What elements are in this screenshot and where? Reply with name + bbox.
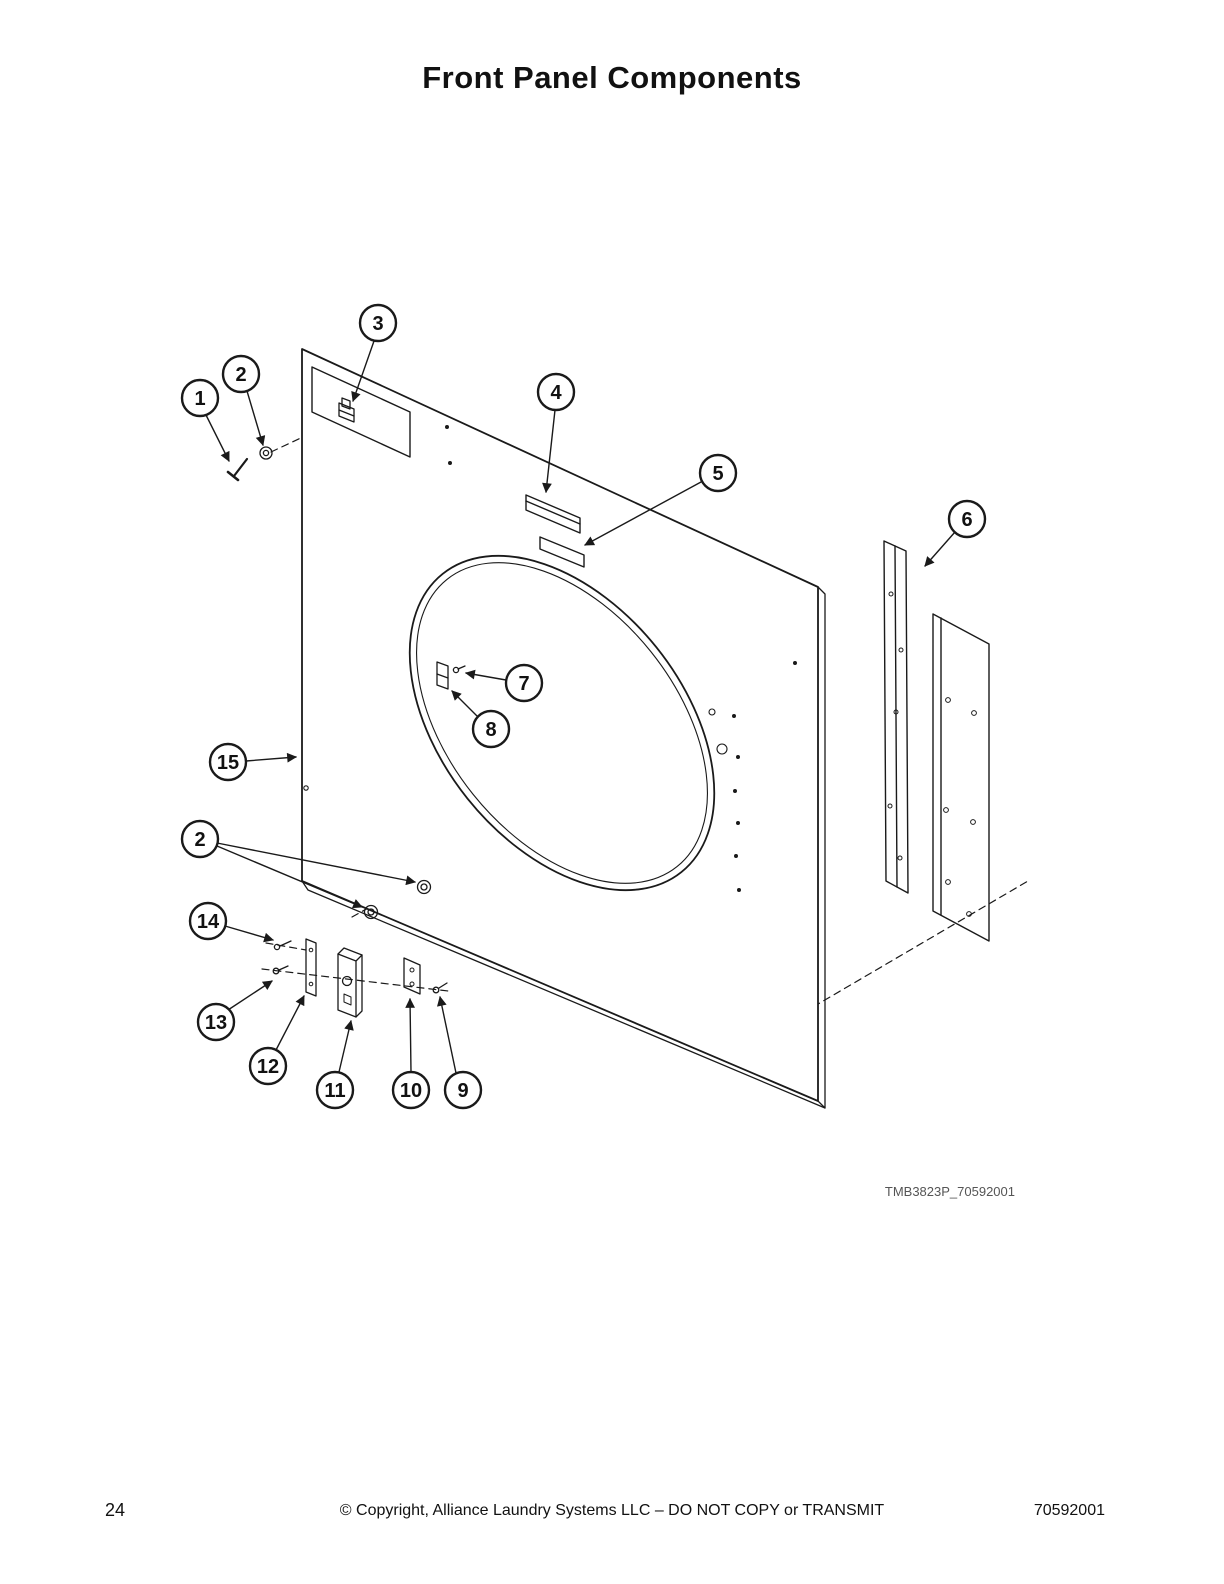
callout-12: 12 [248,1046,288,1086]
screw-part-13 [272,965,289,975]
clip-part-3 [338,397,355,423]
svg-text:3: 3 [372,313,383,335]
callout-9: 9 [443,1070,483,1110]
copyright-notice: © Copyright, Alliance Laundry Systems LL… [339,1502,885,1519]
svg-text:12: 12 [257,1056,279,1078]
door-opening [408,554,716,892]
lock-part-11 [337,947,363,1018]
washer-part-2-lower-b [363,904,379,920]
screw-part-7 [452,665,466,674]
callout-15: 15 [208,742,248,782]
callout-11: 11 [315,1070,355,1110]
callout-8: 8 [471,709,511,749]
bracket-part-10 [403,957,421,995]
svg-text:11: 11 [324,1080,345,1102]
callout-13: 13 [196,1002,236,1042]
callout-2-upper: 2 [221,354,261,394]
svg-text:13: 13 [205,1012,227,1034]
callout-6: 6 [947,499,987,539]
svg-text:4: 4 [550,382,562,404]
figure-code: TMB3823P_70592001 [884,1184,1015,1199]
callout-7: 7 [504,663,544,703]
screw-part-14 [273,940,292,951]
callout-2-lower: 2 [180,819,220,859]
svg-text:14: 14 [197,911,220,933]
mounting-bracket-part-6 [883,540,990,942]
svg-text:1: 1 [194,388,205,410]
latch-plate-part-4 [525,494,581,534]
svg-text:15: 15 [217,752,239,774]
plate-part-12 [305,938,317,997]
svg-text:2: 2 [235,364,246,386]
page-footer: 24 © Copyright, Alliance Laundry Systems… [0,1500,1224,1530]
svg-text:6: 6 [961,509,972,531]
washer-part-2-lower-a [416,879,432,895]
door-catch-part-8 [436,661,449,690]
page-number: 24 [105,1500,126,1520]
screw-part-9 [432,982,448,994]
callouts: 1 2 3 4 5 6 7 [180,303,987,1110]
callout-3: 3 [358,303,398,343]
callout-5: 5 [698,453,738,493]
svg-text:7: 7 [518,673,529,695]
svg-text:5: 5 [712,463,723,485]
callout-leader-lines [205,340,956,1074]
screw-part-1 [226,457,249,482]
washer-part-2-upper [259,446,273,460]
svg-text:2: 2 [194,829,205,851]
front-panel [301,348,826,1109]
control-cutout [311,366,411,458]
document-number: 70592001 [1033,1502,1105,1519]
latch-bracket-part-5 [539,536,585,568]
page-title: Front Panel Components [422,60,802,95]
callout-1: 1 [180,378,220,418]
callout-14: 14 [188,901,228,941]
svg-text:8: 8 [485,719,496,741]
svg-text:9: 9 [457,1080,468,1102]
svg-text:10: 10 [400,1080,422,1102]
callout-4: 4 [536,372,576,412]
callout-10: 10 [391,1070,431,1110]
